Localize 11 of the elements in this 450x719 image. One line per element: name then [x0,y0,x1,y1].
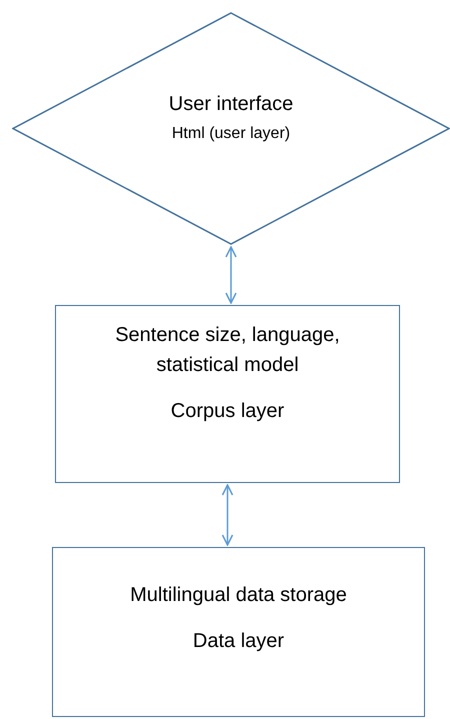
double-arrow [222,484,234,546]
process-box [55,305,400,483]
node-text: Data layer [192,629,284,654]
decision-diamond [12,12,450,245]
node-text: Corpus layer [170,399,284,424]
double-arrow [225,246,237,304]
node-text: User interface [168,92,294,117]
process-box [52,547,425,717]
node-text: Multilingual data storage [130,583,347,608]
node-text: Html (user layer) [171,124,291,144]
node-text: Sentence size, language, statistical model [114,323,341,378]
